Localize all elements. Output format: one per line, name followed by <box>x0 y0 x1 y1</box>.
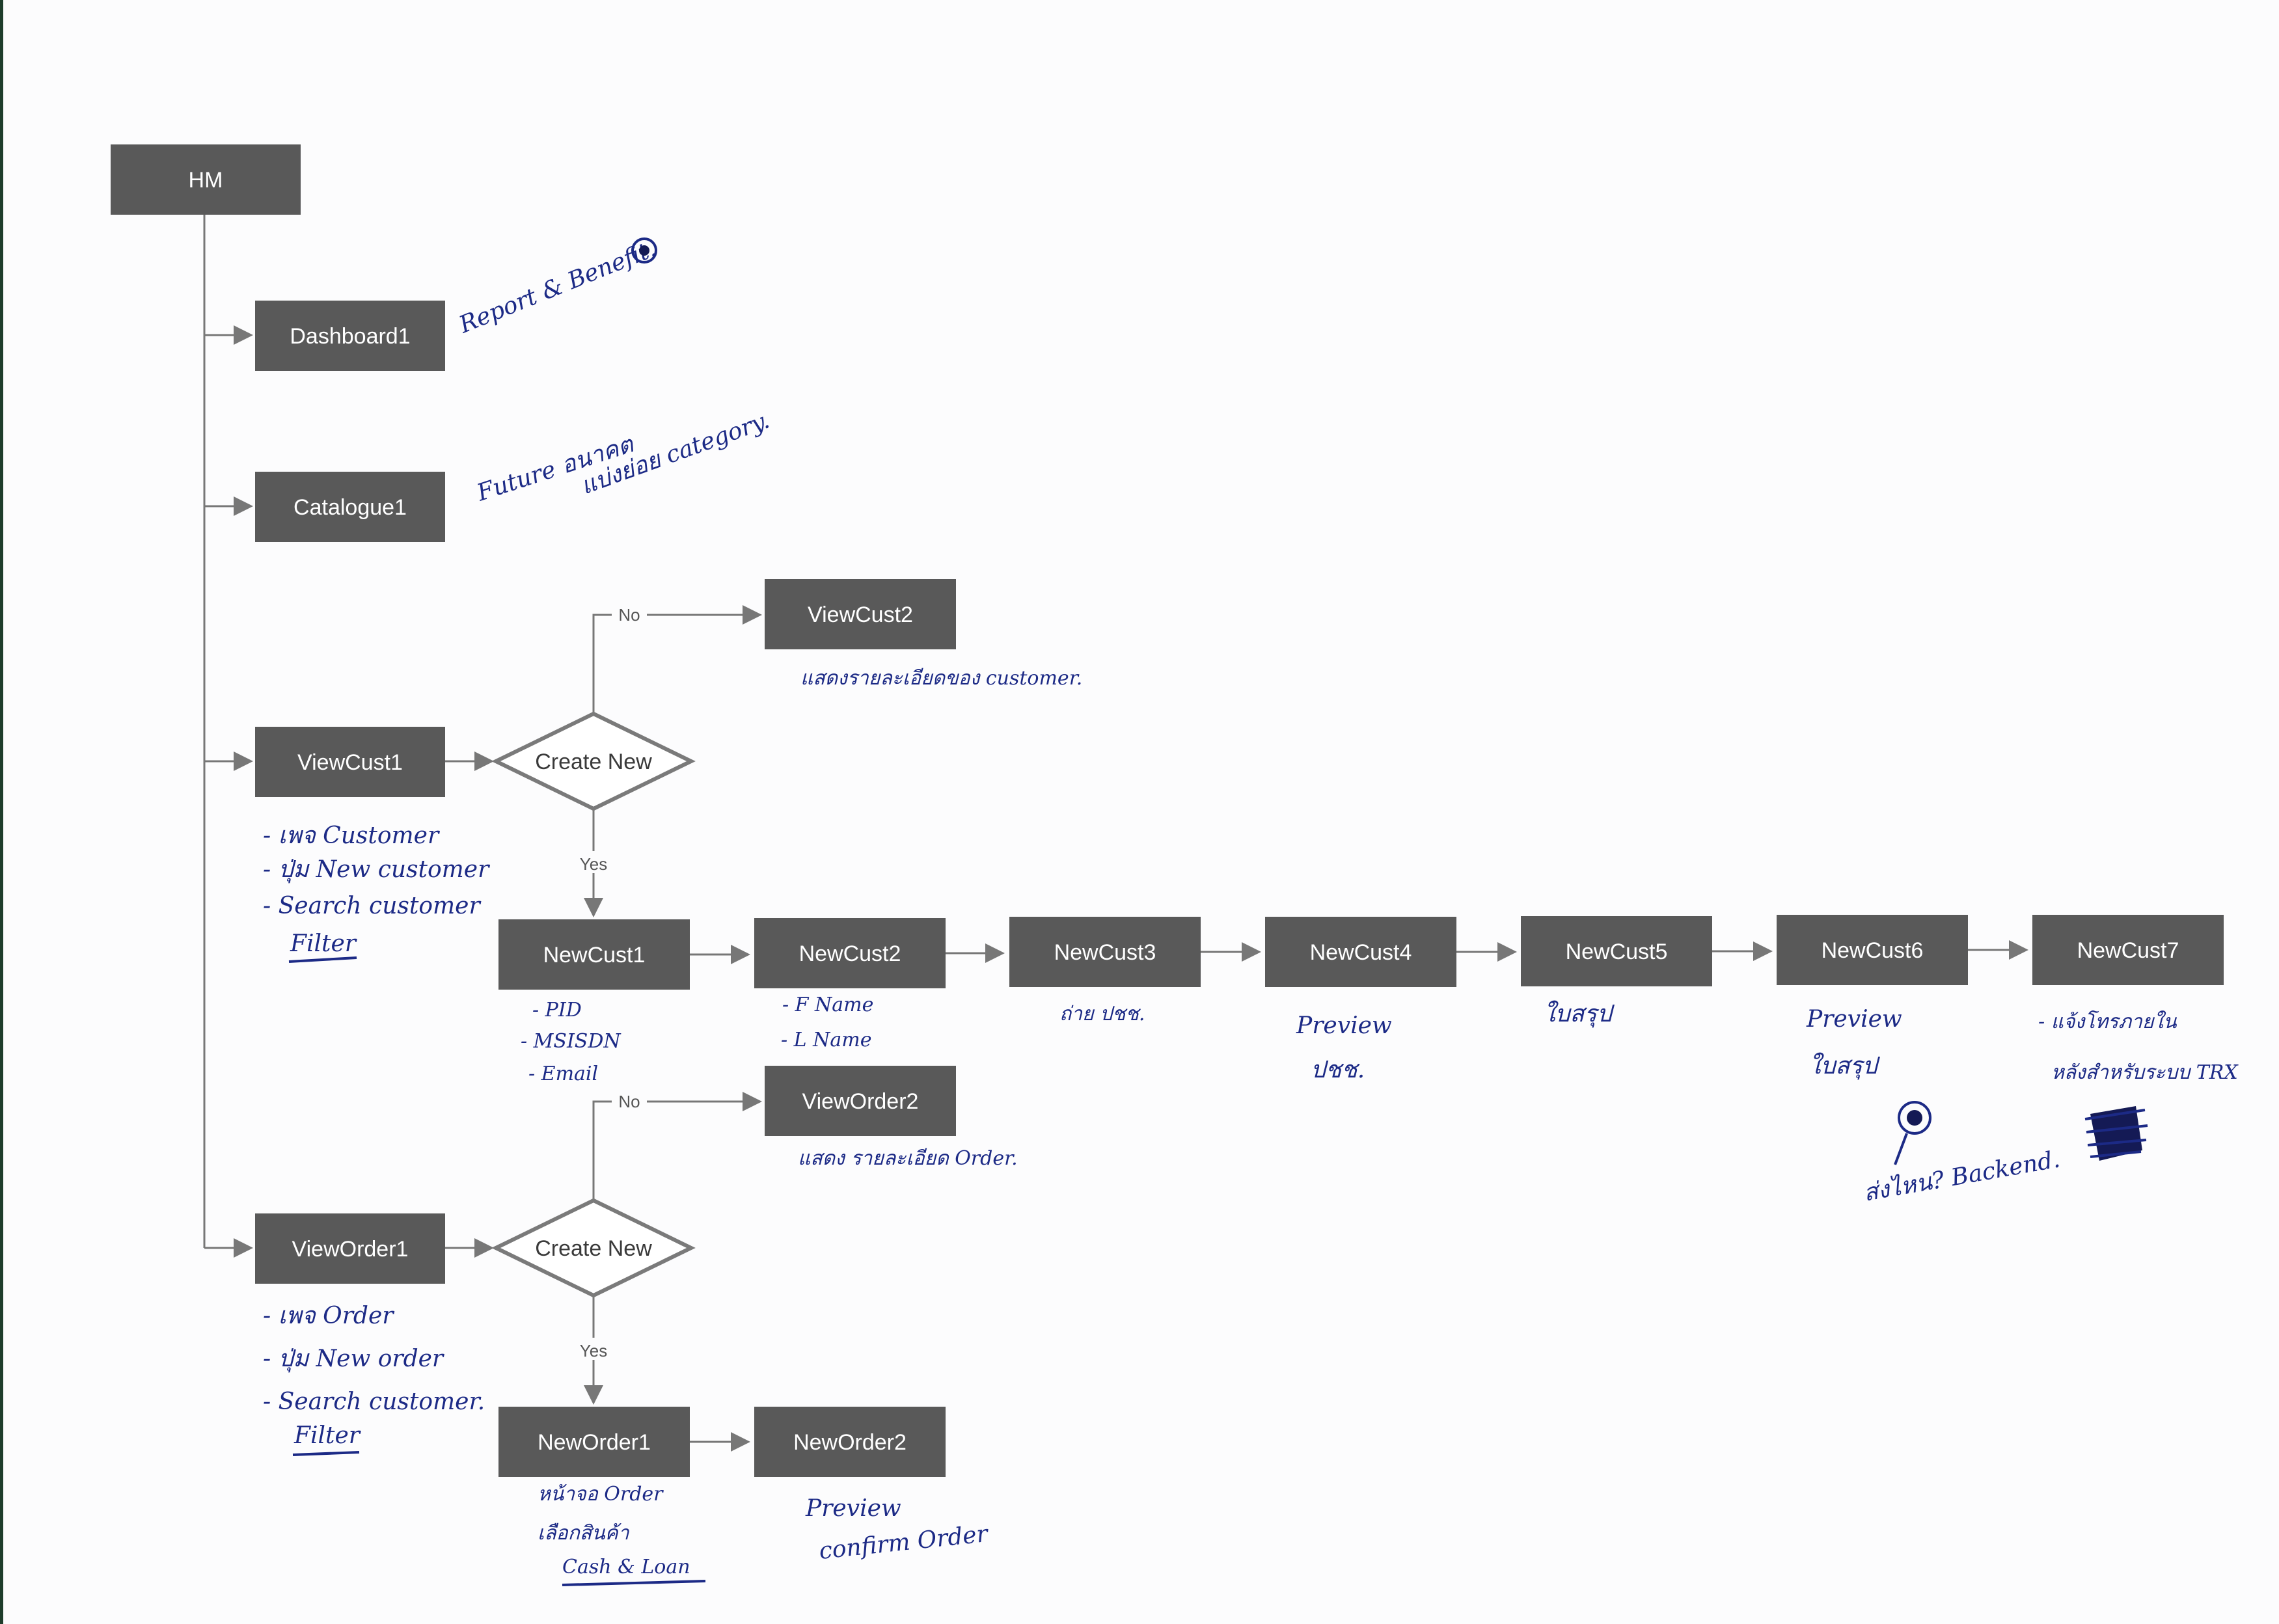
node-catalogue1: Catalogue1 <box>255 472 445 542</box>
note-vieworder1-line4: Filter <box>293 1422 361 1449</box>
node-vieworder1-label: ViewOrder1 <box>292 1237 409 1262</box>
node-catalogue1-label: Catalogue1 <box>293 495 407 520</box>
note-neworder2-line2: confirm Order <box>818 1521 990 1565</box>
note-vieworder1-line3: - Search customer. <box>263 1388 485 1415</box>
note-viewcust2: แสดงรายละเอียดของ customer. <box>800 667 1082 690</box>
note-vieworder1-line1: - เพจ Order <box>263 1303 394 1329</box>
node-neworder2: NewOrder2 <box>754 1407 946 1477</box>
note-backend: ส่งไหน? Backend. <box>1861 1145 2062 1206</box>
decision-cust: Create New <box>491 711 696 811</box>
node-viewcust1: ViewCust1 <box>255 727 445 797</box>
note-newcust6-line2: ใบสรุป <box>1809 1052 1881 1080</box>
node-vieworder2: ViewOrder2 <box>765 1066 956 1136</box>
node-newcust4: NewCust4 <box>1265 917 1456 987</box>
node-newcust2: NewCust2 <box>754 918 946 988</box>
note-neworder1-underline <box>562 1580 706 1586</box>
scribbled-out-mark <box>2084 1106 2148 1161</box>
node-newcust2-label: NewCust2 <box>799 941 901 966</box>
decision-order-label: Create New <box>535 1236 652 1261</box>
note-vieworder2: แสดง รายละเอียด Order. <box>798 1147 1018 1170</box>
decision-order: Create New <box>491 1198 696 1298</box>
node-neworder1: NewOrder1 <box>498 1407 690 1477</box>
node-newcust4-label: NewCust4 <box>1310 940 1412 965</box>
note-newcust2-line2: - L Name <box>781 1029 871 1051</box>
note-newcust7-line1: - แจ้งโทรภายใน <box>2038 1010 2177 1033</box>
note-vieworder1-line2: - ปุ่ม New order <box>263 1346 444 1373</box>
note-newcust1-line3: - Email <box>528 1062 598 1085</box>
note-newcust7-line2: หลังสำหรับระบบ TRX <box>2051 1061 2239 1084</box>
note-newcust6-line1: Preview <box>1806 1006 1902 1033</box>
node-newcust6-label: NewCust6 <box>1822 938 1924 963</box>
note-viewcust1-underline <box>288 956 357 963</box>
note-viewcust1-line3: - Search customer <box>263 893 481 919</box>
note-viewcust1-line1: - เพจ Customer <box>263 822 440 849</box>
handwritten-notes: Report & Benefit. Future อนาคต แบ่งย่อย … <box>263 236 2239 1586</box>
order-yes-label: Yes <box>580 1341 607 1360</box>
node-vieworder2-label: ViewOrder2 <box>802 1089 919 1114</box>
node-hm-label: HM <box>189 168 223 193</box>
note-neworder1-line1: หน้าจอ Order <box>538 1483 664 1506</box>
node-newcust3: NewCust3 <box>1009 917 1201 987</box>
node-dashboard1: Dashboard1 <box>255 301 445 371</box>
node-neworder2-label: NewOrder2 <box>793 1430 907 1455</box>
note-dashboard1-circle-mark <box>631 237 657 264</box>
note-neworder1-line2: เลือกสินค้า <box>538 1522 630 1545</box>
note-neworder1-line3: Cash & Loan <box>562 1556 690 1578</box>
cust-no-label: No <box>618 605 640 625</box>
note-newcust1-line1: - PID <box>532 999 582 1022</box>
note-newcust1-line2: - MSISDN <box>521 1030 621 1053</box>
note-neworder2-line1: Preview <box>805 1495 901 1522</box>
node-viewcust1-label: ViewCust1 <box>297 750 403 775</box>
edge-cust-no <box>592 605 762 712</box>
note-viewcust1-line4: Filter <box>290 930 357 957</box>
note-dashboard1: Report & Benefit. <box>455 236 660 339</box>
note-newcust4-line1: Preview <box>1296 1012 1392 1039</box>
note-newcust5: ใบสรุป <box>1544 1000 1615 1028</box>
page-edge-border <box>0 0 3 1624</box>
node-dashboard1-label: Dashboard1 <box>290 324 410 349</box>
node-hm: HM <box>111 144 301 215</box>
note-newcust3: ถ่าย ปชช. <box>1059 1003 1145 1025</box>
order-no-label: No <box>618 1092 640 1111</box>
node-viewcust2: ViewCust2 <box>765 579 956 649</box>
note-viewcust1-line2: - ปุ่ม New customer <box>263 856 490 884</box>
node-neworder1-label: NewOrder1 <box>538 1430 651 1455</box>
cust-yes-label: Yes <box>580 854 607 874</box>
note-vieworder1-underline <box>292 1451 360 1456</box>
node-newcust6: NewCust6 <box>1777 915 1968 985</box>
note-newcust2-line1: - F Name <box>782 994 873 1016</box>
node-newcust1: NewCust1 <box>498 919 690 990</box>
note-newcust4-line2: ปชช. <box>1311 1057 1365 1083</box>
connectors: No Yes No Yes <box>203 215 2028 1452</box>
node-newcust5-label: NewCust5 <box>1566 940 1668 964</box>
node-viewcust2-label: ViewCust2 <box>808 602 913 627</box>
node-newcust7: NewCust7 <box>2032 915 2224 985</box>
node-newcust7-label: NewCust7 <box>2077 938 2179 963</box>
node-vieworder1: ViewOrder1 <box>255 1213 445 1284</box>
note-backend-circle-mark <box>1898 1101 1931 1135</box>
node-newcust5: NewCust5 <box>1521 916 1712 986</box>
edge-order-no <box>592 1092 762 1200</box>
decision-cust-label: Create New <box>535 750 652 774</box>
node-newcust3-label: NewCust3 <box>1054 940 1156 965</box>
node-newcust1-label: NewCust1 <box>543 943 646 968</box>
